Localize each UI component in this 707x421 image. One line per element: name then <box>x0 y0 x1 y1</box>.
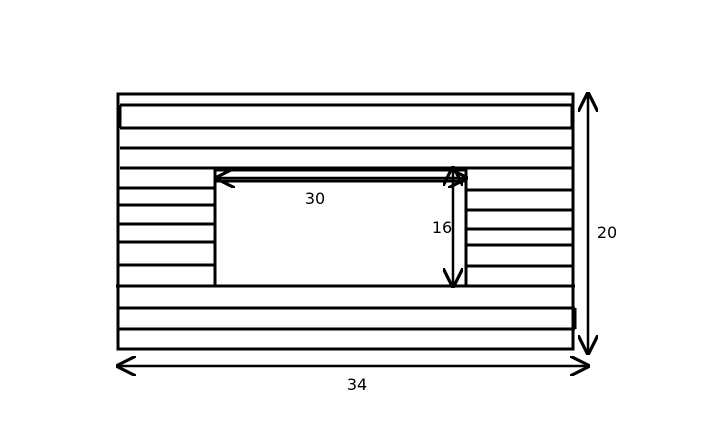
overall-height-label: 20 <box>597 223 617 242</box>
outer-frame <box>116 92 575 351</box>
opening-height-label: 16 <box>432 218 452 237</box>
left-planks <box>118 186 215 267</box>
opening-width-label: 30 <box>305 189 325 208</box>
right-planks <box>466 188 573 268</box>
overall-width-label: 34 <box>347 375 367 394</box>
bottom-planks <box>116 284 577 331</box>
top-planks <box>118 103 574 170</box>
opening <box>213 168 468 288</box>
